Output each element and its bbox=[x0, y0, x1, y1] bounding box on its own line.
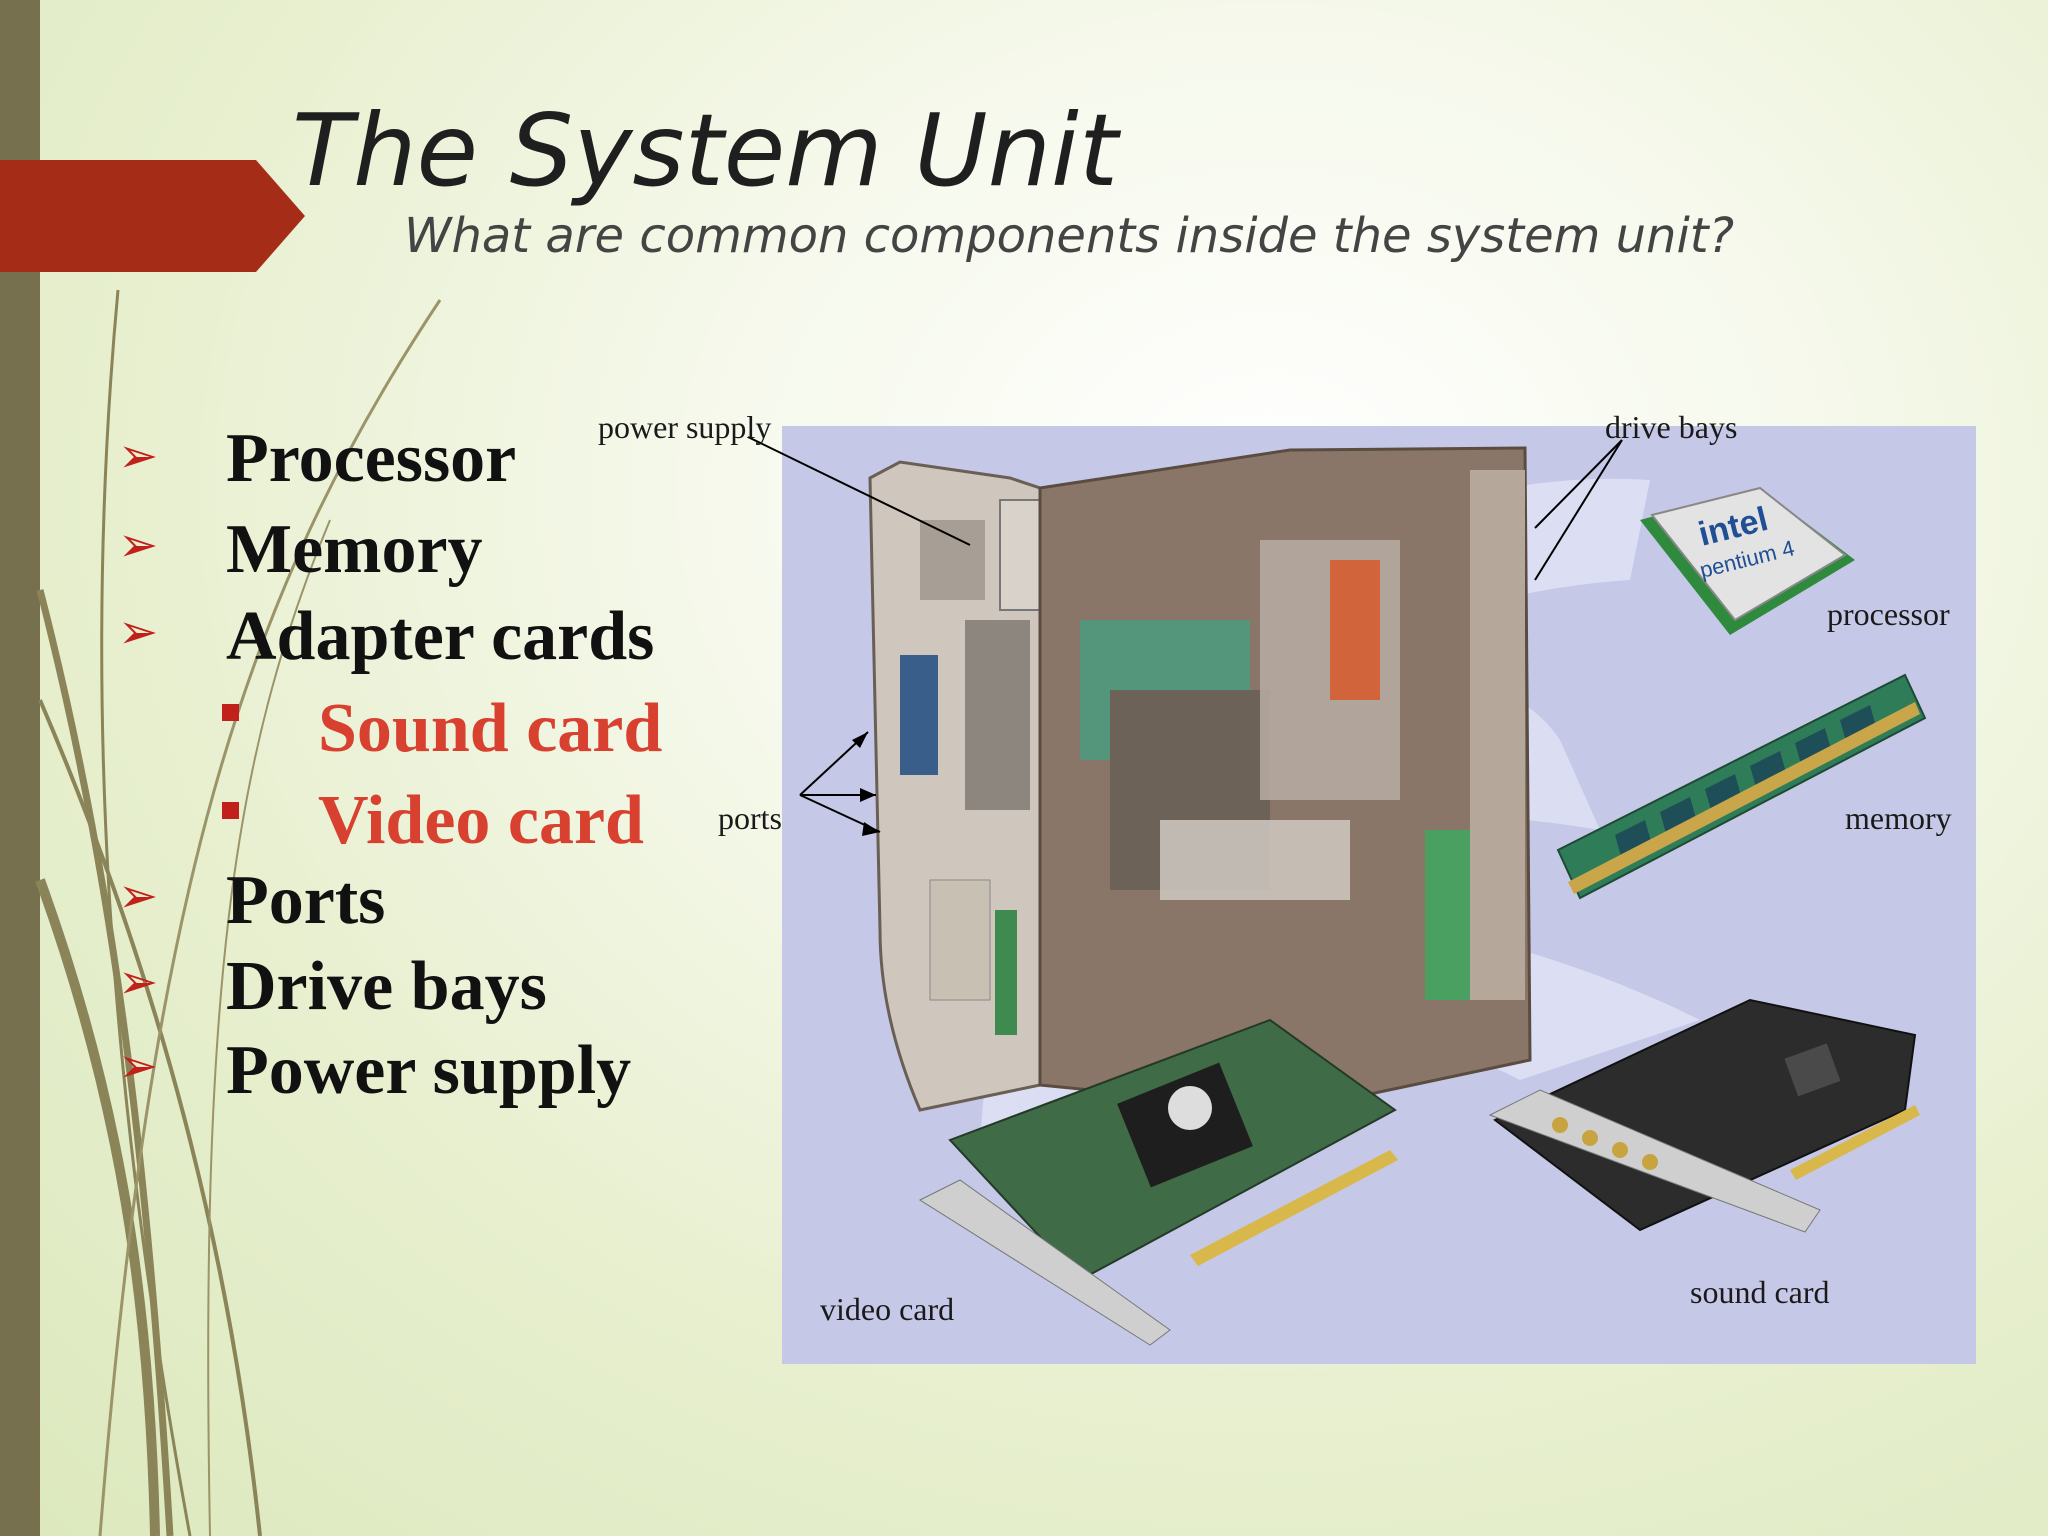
square-bullet-icon bbox=[222, 802, 239, 819]
bullet-sound-card: Sound card bbox=[318, 690, 663, 767]
label-memory: memory bbox=[1845, 800, 1952, 836]
video-card-icon bbox=[918, 1018, 1398, 1346]
label-power-supply: power supply bbox=[598, 409, 772, 445]
arrow-bullet-icon: ➢ bbox=[118, 954, 159, 1010]
decorative-swooshes bbox=[35, 289, 442, 1536]
processor-chip-icon: intel pentium 4 bbox=[1640, 486, 1855, 635]
sound-card-icon bbox=[1488, 998, 1920, 1233]
arrow-bullet-icon: ➢ bbox=[118, 868, 159, 924]
computer-tower-icon bbox=[868, 446, 1532, 1112]
label-ports: ports bbox=[718, 800, 782, 836]
square-bullet-icon bbox=[222, 704, 239, 721]
title-arrow-shape bbox=[0, 160, 305, 272]
bullet-ports: Ports bbox=[226, 862, 386, 939]
arrow-bullet-icon: ➢ bbox=[118, 604, 159, 660]
memory-module-icon bbox=[1556, 673, 1927, 900]
bullet-adapter-cards: Adapter cards bbox=[226, 598, 655, 675]
bullet-memory: Memory bbox=[226, 511, 483, 588]
bullet-power-supply: Power supply bbox=[226, 1032, 632, 1109]
arrow-bullet-icon: ➢ bbox=[118, 517, 159, 573]
bullet-processor: Processor bbox=[226, 420, 517, 497]
slide-subtitle: What are common components inside the sy… bbox=[404, 208, 1735, 264]
slide-title: The System Unit bbox=[292, 92, 1119, 209]
label-drive-bays: drive bays bbox=[1605, 409, 1738, 445]
bullet-drive-bays: Drive bays bbox=[226, 948, 547, 1025]
bullet-video-card: Video card bbox=[318, 782, 644, 859]
label-video-card: video card bbox=[820, 1291, 955, 1327]
arrowheads bbox=[852, 732, 880, 836]
label-processor: processor bbox=[1827, 596, 1950, 632]
label-sound-card: sound card bbox=[1690, 1274, 1830, 1310]
arrow-bullet-icon: ➢ bbox=[118, 428, 159, 484]
arrow-bullet-icon: ➢ bbox=[118, 1038, 159, 1094]
